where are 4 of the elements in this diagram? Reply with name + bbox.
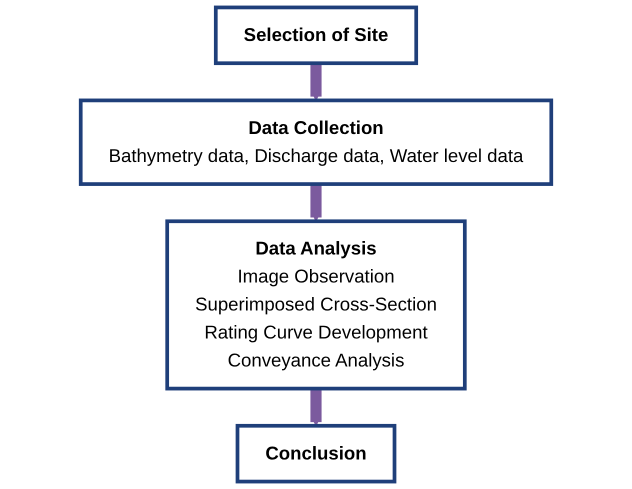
node-box: Data Analysis Image Observation Superimposed Cross-Section Rating Curve Development Conveyance Analysis [165,219,467,390]
node-box: Data Collection Bathymetry data, Discharge data, Water level data [78,98,554,186]
node-box: Selection of Site [214,6,418,66]
node-box: Conclusion [236,424,396,484]
